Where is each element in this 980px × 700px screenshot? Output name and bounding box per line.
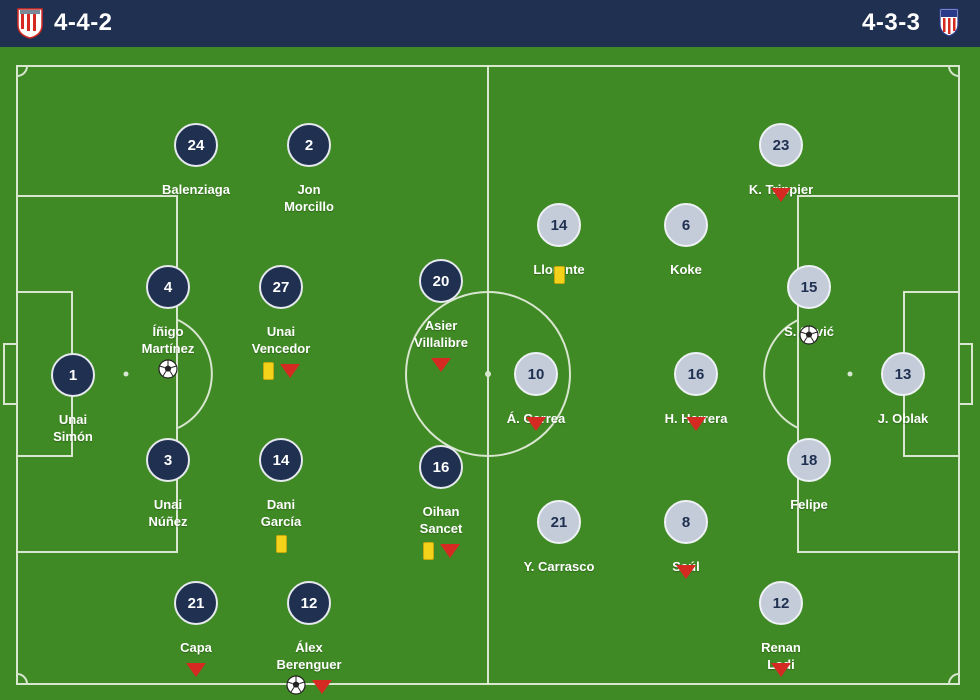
substitution-out-icon (439, 544, 460, 558)
shirt-number: 16 (674, 352, 718, 396)
shirt-number: 3 (146, 438, 190, 482)
shirt-number: 23 (759, 123, 803, 167)
shirt-number: 18 (787, 438, 831, 482)
shirt-number: 1 (51, 353, 95, 397)
shirt-number: 20 (419, 259, 463, 303)
substitution-out-icon (279, 364, 300, 378)
event-icons (131, 201, 261, 223)
goal-ball-icon (158, 358, 178, 384)
player-card[interactable]: 8 Saúl (621, 500, 751, 583)
substitution-out-icon (431, 358, 451, 372)
player-card[interactable]: 16 H. Herrera (631, 352, 761, 435)
player-name: Felipe (790, 497, 828, 512)
player-name: Y. Carrasco (523, 559, 595, 574)
yellow-card-icon (422, 542, 434, 560)
shirt-number: 10 (514, 352, 558, 396)
shirt-number: 21 (537, 500, 581, 544)
shirt-number: 14 (537, 203, 581, 247)
shirt-number: 4 (146, 265, 190, 309)
shirt-number: 24 (174, 123, 218, 167)
player-card[interactable]: 23 K. Trippier (716, 123, 846, 206)
atletico-madrid-crest-icon (939, 8, 959, 37)
event-icons (103, 358, 233, 384)
shirt-number: 21 (174, 581, 218, 625)
away-formation: 4-3-3 (862, 9, 921, 36)
player-card[interactable]: 21 Capa (131, 581, 261, 681)
event-icons (103, 533, 233, 555)
shirt-number: 27 (259, 265, 303, 309)
player-card[interactable]: 15 S. Savić (744, 265, 874, 348)
yellow-card-icon (275, 535, 287, 553)
event-icons (716, 184, 846, 206)
player-card[interactable]: 24 Balenziaga (131, 123, 261, 223)
substitution-out-icon (771, 188, 791, 202)
event-icons (216, 533, 346, 555)
player-card[interactable]: 14 Llorente (494, 203, 624, 286)
lineup-header: 4-4-2 4-3-3 (0, 0, 980, 47)
event-icons (376, 354, 506, 376)
player-card[interactable]: 6 Koke (621, 203, 751, 286)
event-icons (716, 659, 846, 681)
substitution-out-icon (526, 417, 546, 431)
shirt-number: 12 (287, 581, 331, 625)
player-name: Koke (670, 262, 702, 277)
shirt-number: 6 (664, 203, 708, 247)
pitch-markings (3, 65, 973, 685)
shirt-number: 15 (787, 265, 831, 309)
player-name: Balenziaga (162, 182, 230, 197)
substitution-out-icon (312, 680, 332, 694)
shirt-number: 14 (259, 438, 303, 482)
event-icons (131, 659, 261, 681)
event-icons (244, 674, 374, 700)
player-card[interactable]: 18 Felipe (744, 438, 874, 521)
substitution-out-icon (676, 565, 696, 579)
player-name: J. Oblak (877, 411, 929, 426)
substitution-out-icon (186, 663, 206, 677)
shirt-number: 2 (287, 123, 331, 167)
event-icons (631, 413, 761, 435)
goal-ball-icon (286, 674, 306, 700)
event-icons (744, 324, 874, 350)
home-formation: 4-4-2 (54, 9, 113, 36)
player-card[interactable]: 13 J. Oblak (838, 352, 968, 435)
event-icons (216, 360, 346, 382)
event-icons (471, 413, 601, 435)
goal-ball-icon (799, 324, 819, 350)
shirt-number: 13 (881, 352, 925, 396)
event-icons (621, 561, 751, 583)
shirt-number: 16 (419, 445, 463, 489)
substitution-out-icon (771, 663, 791, 677)
event-icons (244, 218, 374, 240)
player-card[interactable]: 21 Y. Carrasco (494, 500, 624, 583)
player-card[interactable]: 10 Á. Correa (471, 352, 601, 435)
substitution-out-icon (686, 417, 706, 431)
yellow-card-icon (553, 266, 565, 284)
athletic-club-crest-icon (17, 8, 43, 39)
player-name: Capa (180, 640, 212, 655)
event-icons (494, 264, 624, 286)
shirt-number: 8 (664, 500, 708, 544)
yellow-card-icon (262, 362, 274, 380)
event-icons (376, 540, 506, 562)
shirt-number: 12 (759, 581, 803, 625)
